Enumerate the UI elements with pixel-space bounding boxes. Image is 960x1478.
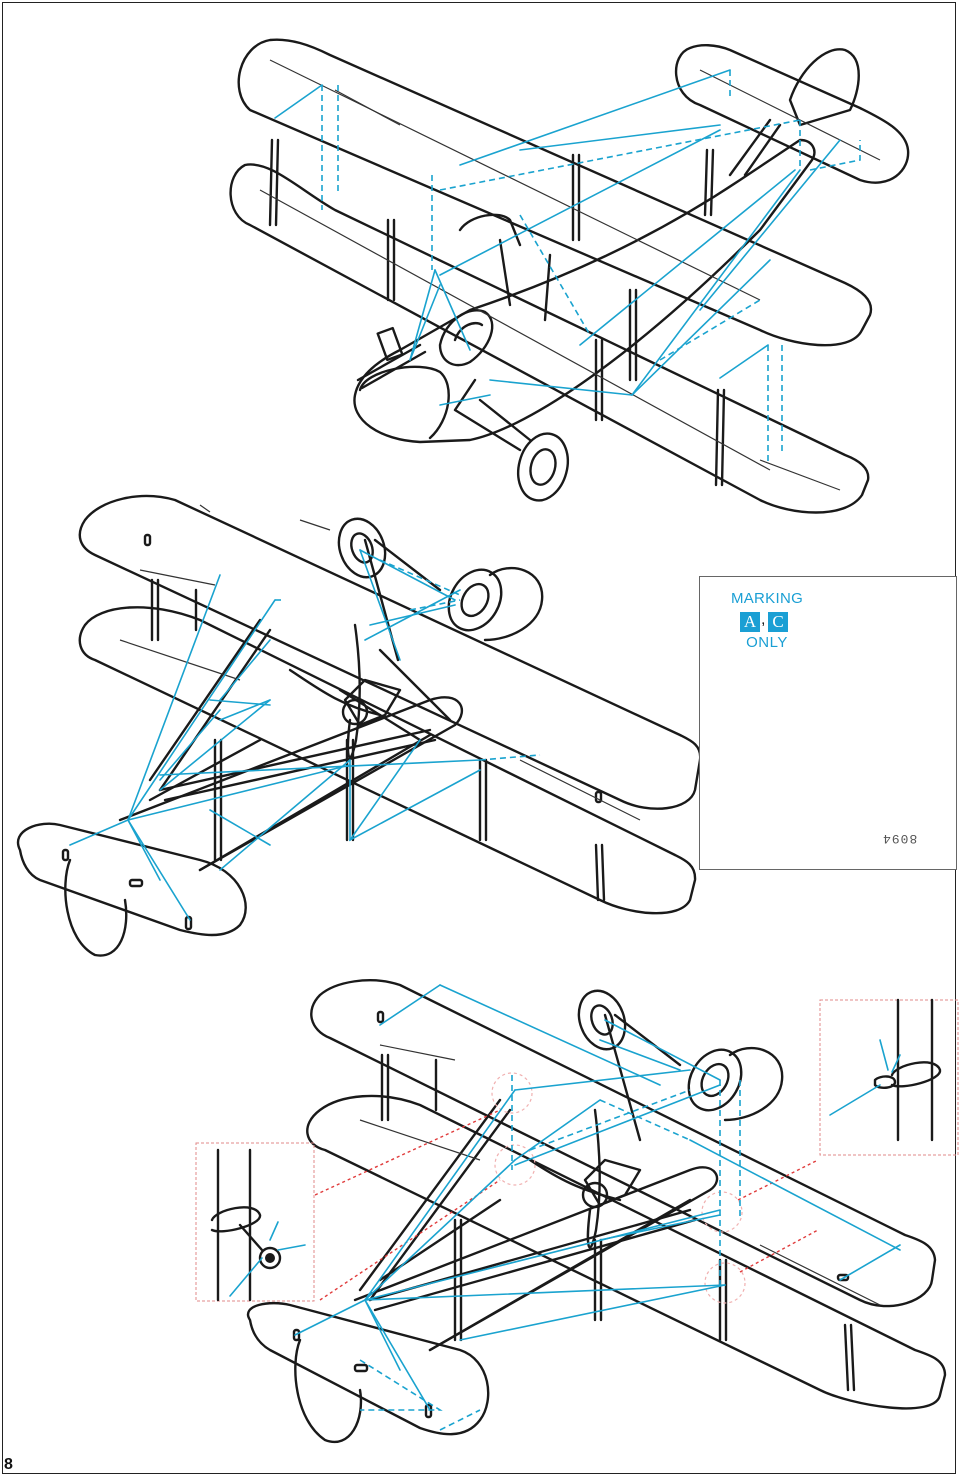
- marking-title: MARKING: [730, 590, 804, 607]
- marking-separator: ,: [761, 611, 766, 628]
- view-middle-biplane: [16, 494, 702, 957]
- view-bottom-biplane: [195, 979, 959, 1444]
- marking-badge-a: A: [740, 612, 760, 632]
- view-top-biplane: [229, 38, 910, 514]
- marking-only-label: ONLY: [746, 634, 788, 651]
- fret-part-number: 8094: [882, 831, 918, 846]
- marking-callout-box: [699, 576, 957, 870]
- marking-badge-c: C: [768, 612, 788, 632]
- page-number: 8: [4, 1456, 13, 1473]
